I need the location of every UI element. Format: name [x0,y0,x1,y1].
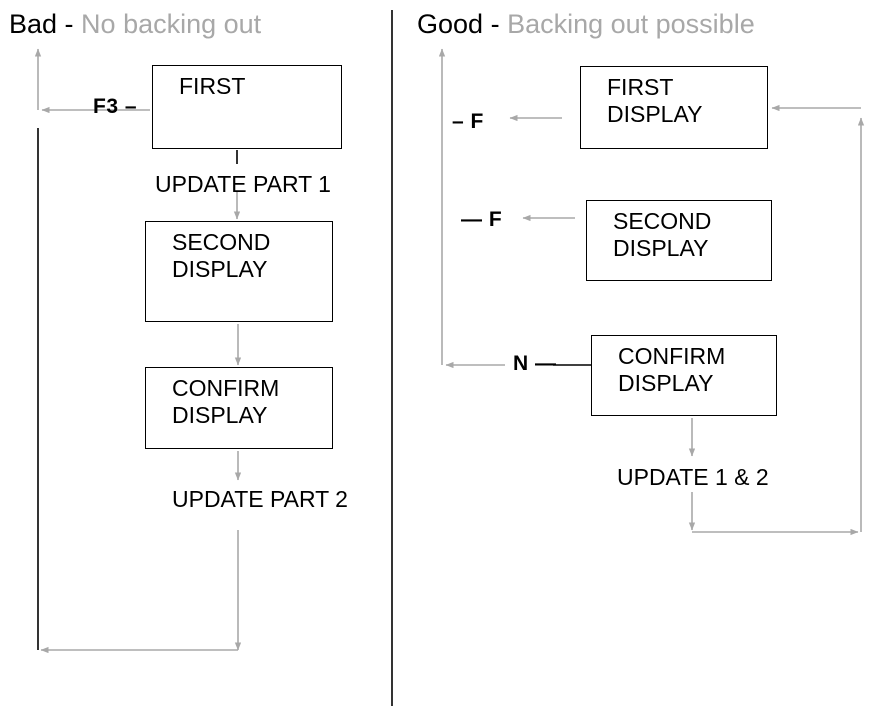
key-label-right-f-first: – F [452,110,484,133]
box-right-second-label: SECOND DISPLAY [613,208,712,261]
panel-title-bad-dash: - [57,9,82,39]
caption-left-update-part-1: UPDATE PART 1 [155,171,331,197]
panel-title-bad-strong: Bad [9,9,58,39]
panel-title-good-dash: - [483,9,508,39]
box-left-confirm-label: CONFIRM DISPLAY [172,375,280,428]
panel-title-bad-muted: No backing out [81,9,262,39]
box-right-first-label: FIRST DISPLAY [607,74,703,127]
panel-title-good-strong: Good [417,9,484,39]
caption-right-update-1-and-2: UPDATE 1 & 2 [617,464,769,490]
caption-left-update-part-2: UPDATE PART 2 [172,486,348,512]
key-label-right-f-second: — F [461,208,503,231]
key-label-left-f3: F3 – [93,95,138,118]
box-left-first[interactable]: FIRST [152,65,342,149]
box-left-second[interactable]: SECOND DISPLAY [145,221,333,322]
panel-title-good: Good - Backing out possible [417,11,755,38]
box-left-second-label: SECOND DISPLAY [172,229,271,282]
key-label-right-n-confirm: N — [513,352,557,375]
box-right-confirm-label: CONFIRM DISPLAY [618,343,726,396]
box-left-first-label: FIRST [179,73,246,99]
box-right-second[interactable]: SECOND DISPLAY [586,200,772,281]
box-left-confirm[interactable]: CONFIRM DISPLAY [145,367,333,449]
panel-title-good-muted: Backing out possible [507,9,755,39]
box-right-first[interactable]: FIRST DISPLAY [580,66,768,149]
box-right-confirm[interactable]: CONFIRM DISPLAY [591,335,777,416]
panel-title-bad: Bad - No backing out [9,11,261,38]
